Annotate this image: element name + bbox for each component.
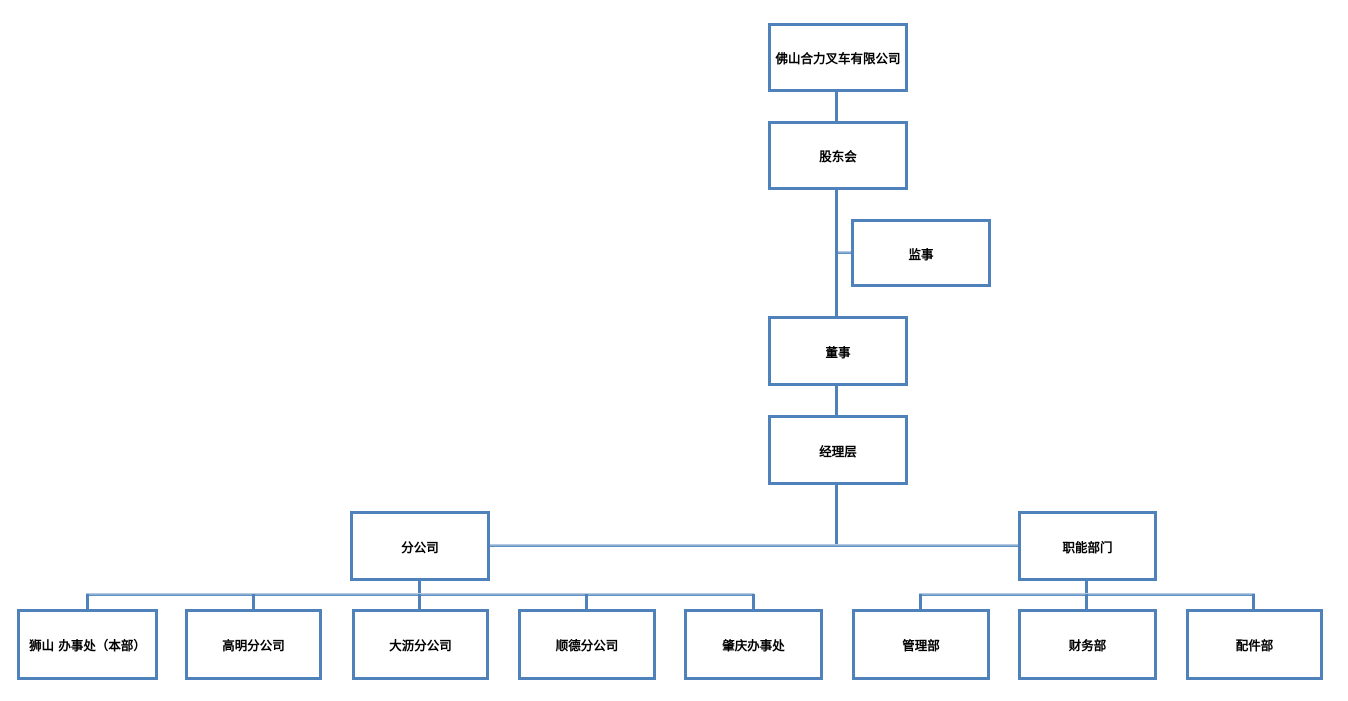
org-node-company-label: 佛山合力叉车有限公司	[775, 51, 901, 66]
org-node-branch-dali-label: 大沥分公司	[389, 638, 452, 653]
org-node-dept-management-label: 管理部	[902, 638, 940, 653]
stub-dept-management	[919, 594, 922, 610]
connector-shareholders-to-director	[835, 190, 838, 317]
org-node-branch-shishan: 狮山 办事处（本部）	[17, 609, 158, 680]
org-node-dept-finance-label: 财务部	[1068, 638, 1107, 653]
connector-trunk-to-supervisor	[838, 251, 852, 254]
org-node-company: 佛山合力叉车有限公司	[768, 23, 908, 92]
stub-branch-shunde	[585, 594, 588, 610]
org-node-branch-gaoming-label: 高明分公司	[222, 638, 285, 653]
org-node-branch-dali: 大沥分公司	[352, 609, 489, 680]
org-node-dept-management: 管理部	[852, 609, 990, 680]
org-node-shareholders-meeting: 股东会	[768, 121, 908, 190]
org-node-branch-zhaoqing: 肇庆办事处	[684, 609, 823, 680]
org-node-management-level: 经理层	[768, 415, 908, 485]
org-node-management-label: 经理层	[819, 443, 857, 459]
org-node-branch-gaoming: 高明分公司	[185, 609, 322, 680]
stub-dept-finance	[1085, 594, 1088, 610]
org-node-functional-group: 职能部门	[1018, 511, 1157, 581]
org-node-dept-parts-label: 配件部	[1235, 638, 1274, 653]
stub-branch-shishan	[86, 594, 89, 610]
org-node-supervisor: 监事	[851, 219, 991, 287]
org-node-dept-finance: 财务部	[1018, 609, 1157, 680]
stub-branch-gaoming	[252, 594, 255, 610]
org-node-branch-shunde: 顺德分公司	[518, 609, 656, 680]
org-node-shareholders-label: 股东会	[819, 149, 857, 164]
connector-management-to-mid-rail	[835, 485, 838, 546]
connector-company-to-shareholders	[835, 92, 838, 122]
stub-branch-dali	[418, 594, 421, 610]
org-node-dept-parts: 配件部	[1186, 609, 1323, 680]
stub-dept-parts	[1252, 594, 1255, 610]
stub-branch-zhaoqing	[752, 594, 755, 610]
org-node-branch-group-label: 分公司	[401, 539, 439, 555]
org-node-branch-group: 分公司	[350, 511, 490, 581]
org-node-branch-shishan-label: 狮山 办事处（本部）	[29, 638, 146, 653]
mid-level-rail	[490, 544, 1019, 547]
org-node-branch-zhaoqing-label: 肇庆办事处	[722, 638, 785, 653]
connector-director-to-management	[835, 386, 838, 416]
org-node-director: 董事	[768, 316, 908, 386]
org-node-supervisor-label: 监事	[908, 246, 934, 262]
org-node-director-label: 董事	[825, 344, 851, 360]
org-node-functional-group-label: 职能部门	[1062, 539, 1113, 555]
org-node-branch-shunde-label: 顺德分公司	[555, 638, 619, 653]
